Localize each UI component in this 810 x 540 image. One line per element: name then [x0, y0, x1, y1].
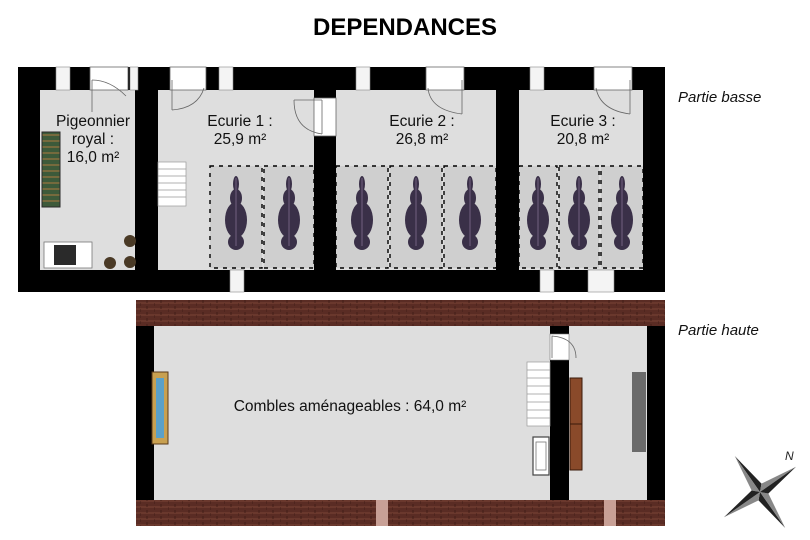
- window-icons: [55, 66, 615, 293]
- window-icon: [376, 500, 388, 526]
- room-area: 20,8 m²: [556, 131, 610, 148]
- room-name: Ecurie 2 :: [389, 113, 455, 130]
- door-icons: [89, 66, 633, 137]
- partition-door-icon: [549, 333, 570, 361]
- skylight-glass: [156, 378, 164, 438]
- room-name: Pigeonnier: [55, 113, 131, 130]
- nesting-rack-icon: [41, 131, 61, 208]
- upper-staircase-icon: [526, 361, 551, 427]
- room-label-combles: Combles aménageables : 64,0 m²: [233, 398, 467, 415]
- room-area: 16,0 m²: [66, 149, 120, 166]
- room-label-pigeonnier: Pigeonnier royal : 16,0 m²: [40, 113, 146, 167]
- room-area: 25,9 m²: [213, 131, 267, 148]
- pot-icons: [104, 235, 136, 269]
- plan-title: DEPENDANCES: [312, 14, 498, 41]
- roof-beam-top: [136, 300, 665, 326]
- stove-icon: [54, 245, 76, 265]
- room-name: royal :: [71, 131, 115, 148]
- room-label-ecurie-1: Ecurie 1 : 25,9 m²: [190, 113, 290, 149]
- level-label-lower: Partie basse: [678, 89, 762, 106]
- room-name: Ecurie 3 :: [550, 113, 616, 130]
- upper-level-building: [136, 300, 665, 526]
- radiator-icon: [632, 372, 646, 452]
- room-label-ecurie-2: Ecurie 2 : 26,8 m²: [372, 113, 472, 149]
- staircase-icon: [157, 161, 187, 207]
- roof-beam-bottom: [136, 500, 665, 526]
- compass-rose-icon: [723, 455, 797, 529]
- chair-icon: [532, 436, 550, 476]
- lower-level-building: [18, 66, 665, 293]
- room-label-ecurie-3: Ecurie 3 : 20,8 m²: [533, 113, 633, 149]
- room-combles: [154, 326, 550, 500]
- level-label-upper: Partie haute: [678, 322, 759, 339]
- room-name: Ecurie 1 :: [207, 113, 273, 130]
- room-area: 26,8 m²: [395, 131, 449, 148]
- window-icon: [604, 500, 616, 526]
- compass-north-label: N: [785, 449, 794, 463]
